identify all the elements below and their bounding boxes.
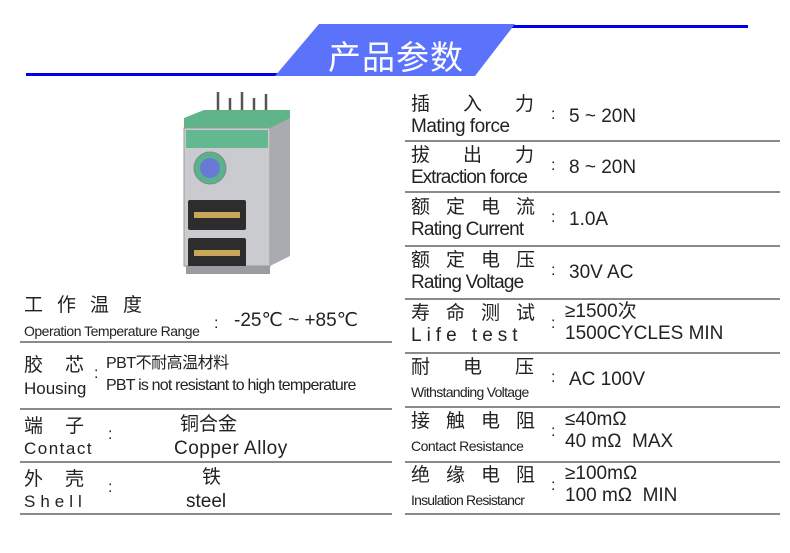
row-label-en: Rating Voltage xyxy=(411,272,524,293)
row-label-en: Contact xyxy=(24,439,94,458)
page-title: 产品参数 xyxy=(328,39,464,76)
row-value-cn: PBT不耐高温材料 xyxy=(106,355,229,372)
row-value-primary: ≤40mΩ xyxy=(565,409,627,430)
row-label-cn: 绝缘电阻 xyxy=(411,465,552,486)
row-label-cn: 耐电压 xyxy=(411,357,568,378)
row-label-cn: 寿命测试 xyxy=(411,303,552,324)
header-rule-upper-right xyxy=(500,25,748,28)
row-label-cn: 额定电流 xyxy=(411,197,552,218)
row-label-en: Shell xyxy=(24,492,87,511)
colon: : xyxy=(551,106,556,123)
row-value: 8 ~ 20N xyxy=(569,157,637,178)
colon: : xyxy=(551,209,556,226)
row-label-en: Contact Resistance xyxy=(411,438,524,454)
row-label-cn: 端子 xyxy=(24,416,107,437)
row-value-secondary: 40 mΩ MAX xyxy=(565,431,674,452)
row-label-en: Life test xyxy=(411,325,523,346)
row-label-cn: 插入力 xyxy=(411,94,568,115)
row-value: -25℃ ~ +85℃ xyxy=(234,310,359,331)
row-label-en: Rating Current xyxy=(411,219,524,240)
row-value-en: steel xyxy=(186,491,227,512)
colon: : xyxy=(551,477,556,494)
divider xyxy=(405,513,780,515)
row-label-cn: 接触电阻 xyxy=(411,411,552,432)
divider xyxy=(20,461,392,463)
left-row-contact: 端子 Contact : 铜合金 Copper Alloy xyxy=(24,415,394,461)
colon: : xyxy=(551,315,556,332)
row-label-en: Insulation Resistancr xyxy=(411,492,525,508)
row-label-en: Operation Temperature Range xyxy=(24,323,200,339)
row-value-cn: 铜合金 xyxy=(180,414,238,435)
row-value-en: Copper Alloy xyxy=(174,438,288,459)
divider xyxy=(405,461,780,463)
row-value: 30V AC xyxy=(569,262,634,283)
colon: : xyxy=(108,426,113,443)
colon: : xyxy=(94,365,99,382)
left-row-housing: 胶芯 Housing : PBT不耐高温材料 PBT is not resist… xyxy=(24,354,394,404)
divider xyxy=(20,513,392,515)
divider xyxy=(405,140,780,142)
row-value-cn: 铁 xyxy=(202,467,222,488)
divider xyxy=(405,352,780,354)
colon: : xyxy=(108,479,113,496)
divider xyxy=(405,191,780,193)
row-label-cn: 额定电压 xyxy=(411,250,552,271)
left-row-temperature: 工作温度 Operation Temperature Range : -25℃ … xyxy=(24,296,394,340)
row-label-en: Housing xyxy=(24,379,87,398)
header-banner xyxy=(275,24,515,76)
row-label-cn: 外壳 xyxy=(24,469,107,490)
row-value-secondary: 1500CYCLES MIN xyxy=(565,323,724,344)
row-label-en: Extraction force xyxy=(411,167,528,188)
colon: : xyxy=(551,157,556,174)
row-value-secondary: 100 mΩ MIN xyxy=(565,485,678,506)
colon: : xyxy=(551,423,556,440)
row-value: AC 100V xyxy=(569,369,646,390)
colon: : xyxy=(551,369,556,386)
colon: : xyxy=(551,262,556,279)
divider xyxy=(405,245,780,247)
row-value: 5 ~ 20N xyxy=(569,106,637,127)
row-label-cn: 工作温度 xyxy=(24,295,157,316)
colon: : xyxy=(214,315,219,332)
row-label-cn: 拔出力 xyxy=(411,145,568,166)
row-value-en: PBT is not resistant to high temperature xyxy=(106,377,356,394)
divider xyxy=(405,298,780,300)
divider xyxy=(20,408,392,410)
header-rule-lower xyxy=(26,73,284,76)
row-value: 1.0A xyxy=(569,209,609,230)
row-value-primary: ≥100mΩ xyxy=(565,463,638,484)
row-label-en: Mating force xyxy=(411,116,510,137)
divider xyxy=(405,406,780,408)
row-label-cn: 胶芯 xyxy=(24,355,107,376)
row-label-en: Withstanding Voltage xyxy=(411,384,529,400)
left-row-shell: 外壳 Shell : 铁 steel xyxy=(24,468,394,514)
right-row: 耐电压 Withstanding Voltage: AC 100V xyxy=(411,356,781,402)
row-value-primary: ≥1500次 xyxy=(565,301,637,322)
divider xyxy=(20,341,392,343)
usb-ps2-connector-image xyxy=(183,92,290,274)
